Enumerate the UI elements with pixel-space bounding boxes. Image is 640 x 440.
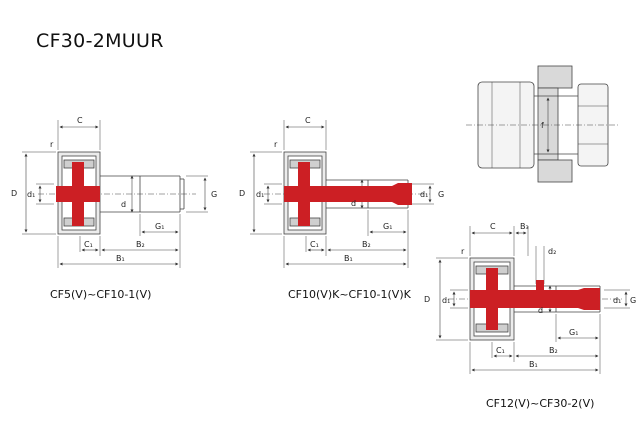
dim-d1-b: d₁: [256, 190, 264, 199]
lubrication-passage-d: [470, 268, 600, 330]
dim-b2-b: B₂: [362, 240, 371, 249]
dim-b2-d: B₂: [549, 346, 558, 355]
dim-c1-b: C₁: [310, 240, 319, 249]
dim-d-d: d: [538, 306, 543, 315]
dim-c-b: C: [305, 116, 311, 125]
dim-D-b: D: [239, 189, 245, 198]
lubrication-passage-a: [56, 162, 100, 226]
dim-d1-d: d₁: [442, 296, 450, 305]
dim-d1-a: d₁: [27, 190, 35, 199]
dim-G-d: G: [630, 296, 636, 305]
dim-c1-a: C₁: [84, 240, 93, 249]
dim-G-b: G: [438, 190, 444, 199]
dim-G-a: G: [211, 190, 217, 199]
dim-d1-d-right: d₁: [613, 296, 621, 305]
dim-r-a: r: [50, 140, 54, 149]
dim-g1-b: G₁: [383, 222, 392, 231]
caption-cf12: CF12(V)~CF30-2(V): [486, 397, 595, 410]
dim-r-d: r: [461, 247, 465, 256]
dim-f: f: [541, 121, 544, 130]
caption-cf5: CF5(V)~CF10-1(V): [50, 288, 152, 301]
dim-b1-d: B₁: [529, 360, 538, 369]
dim-b2-a: B₂: [136, 240, 145, 249]
dim-d-a: d: [121, 200, 126, 209]
dim-c1-d: C₁: [496, 346, 505, 355]
lubrication-passage-b: [284, 162, 412, 226]
dim-d1-b-right: d₁: [420, 190, 428, 199]
dim-r-b: r: [274, 140, 278, 149]
dim-g1-d: G₁: [569, 328, 578, 337]
dim-D-a: D: [11, 189, 17, 198]
dim-g1-a: G₁: [155, 222, 164, 231]
dim-b1-b: B₁: [344, 254, 353, 263]
dim-b1-a: B₁: [116, 254, 125, 263]
dim-d-b: d: [351, 199, 356, 208]
dim-D-d: D: [424, 295, 430, 304]
dim-c-a: C: [77, 116, 83, 125]
dim-b3-d: B₃: [520, 222, 529, 231]
page-title: CF30-2MUUR: [36, 30, 164, 52]
drawing-mounting: [466, 65, 620, 183]
dim-c-d: C: [490, 222, 496, 231]
dim-d2-d: d₂: [548, 247, 556, 256]
caption-cf10k: CF10(V)K~CF10-1(V)K: [288, 288, 411, 301]
